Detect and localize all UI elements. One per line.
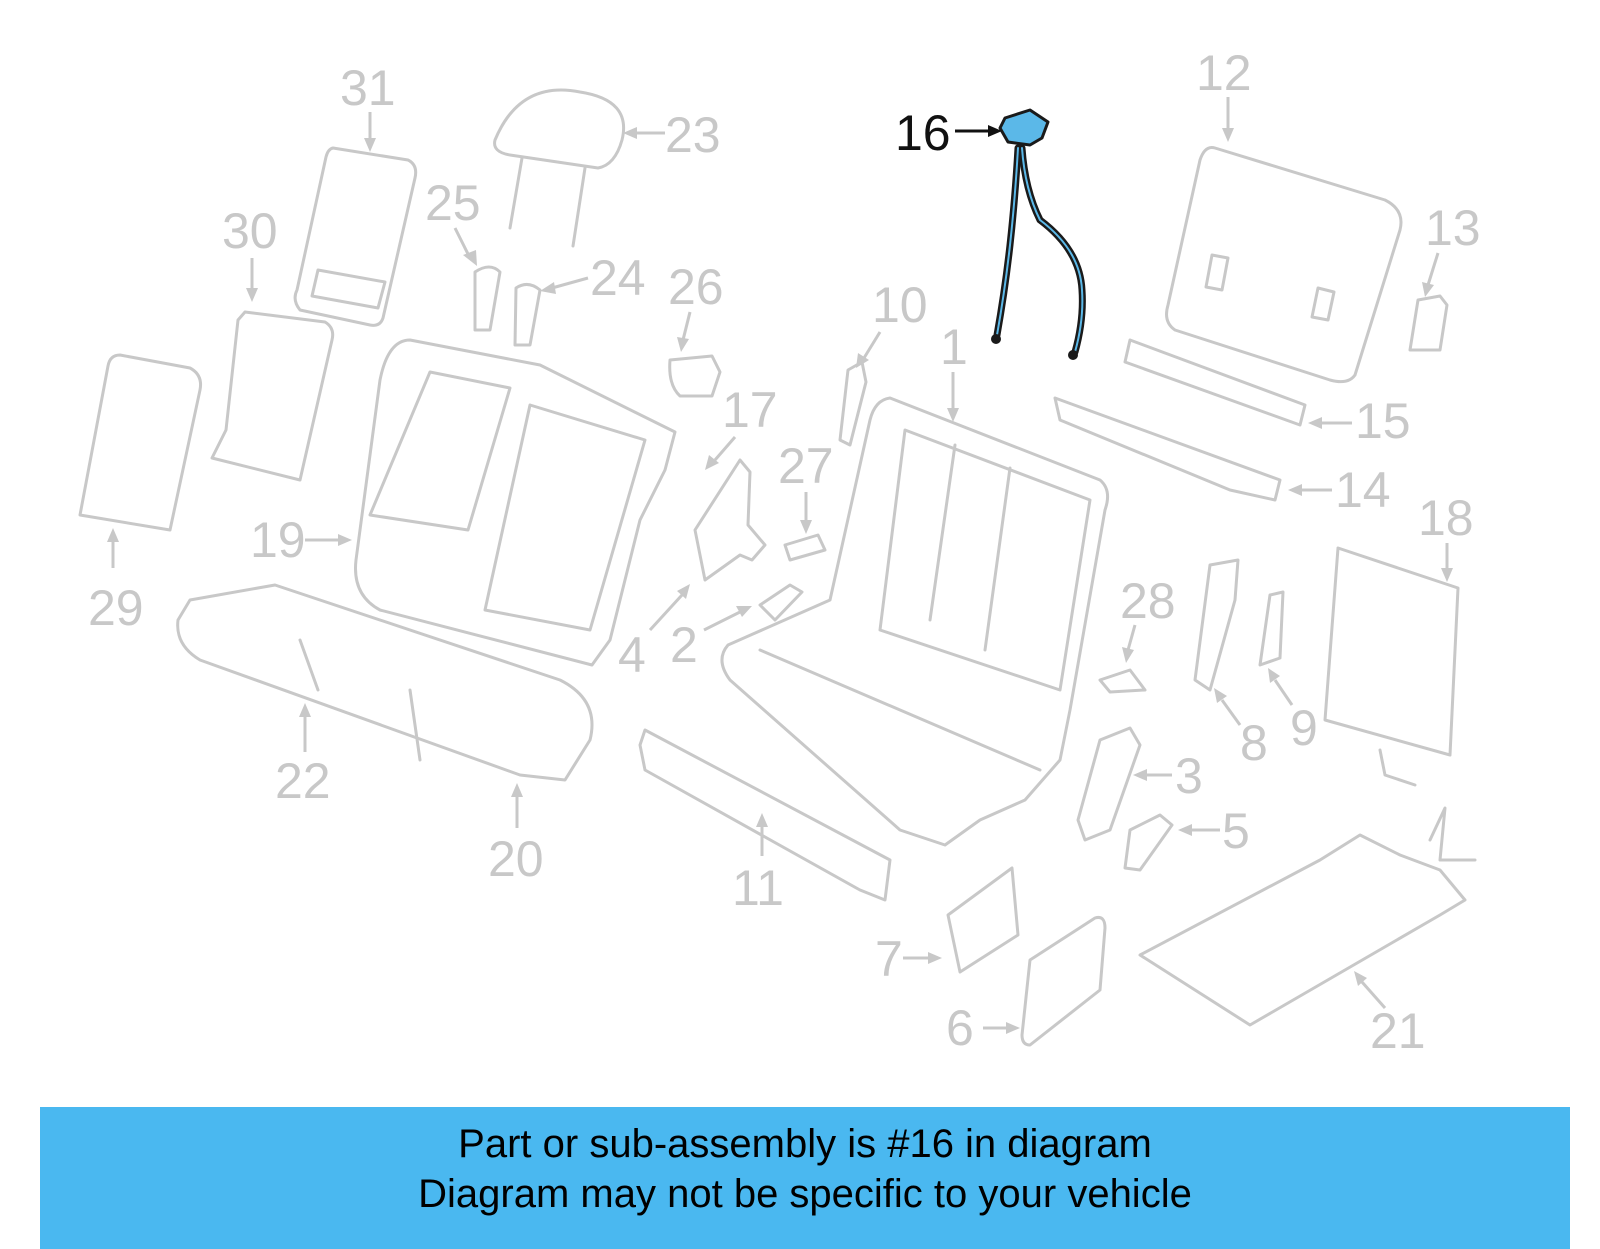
callout-17: 17: [722, 382, 778, 438]
callout-18: 18: [1418, 490, 1474, 546]
part-25-guide: [473, 265, 502, 332]
part-23-headrest: [493, 88, 626, 248]
callout-31: 31: [340, 60, 396, 116]
callout-20: 20: [488, 831, 544, 887]
part-29-panel: [78, 353, 202, 532]
callout-5: 5: [1222, 803, 1250, 859]
callout-26: 26: [668, 259, 724, 315]
callout-7: 7: [875, 931, 903, 987]
part-30-panel: [210, 310, 335, 482]
part-8-trim: [1193, 558, 1240, 692]
callout-23: 23: [665, 107, 721, 163]
part-24-guide: [513, 283, 542, 347]
part-22-cushion: [176, 583, 594, 782]
part-18-panel: [1323, 546, 1460, 787]
callout-labels: 31 23 25 30 24 26 10 1 17 27 19 29 4 2 2…: [88, 45, 1481, 1059]
callout-4: 4: [618, 627, 646, 683]
part-13-latch: [1408, 294, 1449, 352]
callout-21: 21: [1370, 1003, 1426, 1059]
callout-22: 22: [275, 753, 331, 809]
info-banner: Part or sub-assembly is #16 in diagram D…: [40, 1107, 1570, 1249]
part-21-floor-mat: [1138, 806, 1477, 1027]
callout-6: 6: [946, 1000, 974, 1056]
part-7-panel: [946, 866, 1020, 974]
callout-29: 29: [88, 580, 144, 636]
callout-2: 2: [670, 617, 698, 673]
banner-line-1: Part or sub-assembly is #16 in diagram: [458, 1122, 1152, 1166]
banner-line-2: Diagram may not be specific to your vehi…: [418, 1172, 1192, 1216]
callout-27: 27: [778, 438, 834, 494]
part-1-seat-frame: [720, 396, 1110, 847]
part-14-bar: [1053, 396, 1282, 502]
callout-12: 12: [1196, 45, 1252, 101]
part-12-back-panel: [1165, 146, 1403, 384]
part-16-seat-belt-buckle[interactable]: [991, 108, 1086, 360]
part-2-clip: [758, 583, 804, 622]
part-19-backrest-cover: [354, 338, 677, 667]
callout-14: 14: [1335, 462, 1391, 518]
part-3-cover: [1076, 726, 1142, 842]
callout-19: 19: [250, 512, 306, 568]
leader-lines: [107, 97, 1453, 1034]
part-9-trim: [1258, 590, 1285, 667]
callout-10: 10: [872, 277, 928, 333]
callout-16[interactable]: 16: [895, 105, 951, 161]
callout-25: 25: [425, 175, 481, 231]
part-11-rail: [638, 728, 892, 902]
callout-24: 24: [590, 250, 646, 306]
part-31-back-panel: [293, 146, 418, 327]
callout-28: 28: [1120, 573, 1176, 629]
part-28-clip: [1098, 668, 1147, 694]
part-6-panel: [1020, 916, 1107, 1047]
part-26-latch: [668, 354, 722, 398]
callout-1: 1: [940, 319, 968, 375]
callout-30: 30: [222, 203, 278, 259]
callout-13: 13: [1425, 200, 1481, 256]
callout-9: 9: [1290, 700, 1318, 756]
callout-3: 3: [1175, 748, 1203, 804]
callout-11: 11: [732, 860, 784, 916]
part-10-bracket: [838, 360, 868, 447]
part-17-bracket: [693, 458, 767, 582]
part-15-bracket: [1123, 338, 1307, 427]
callout-8: 8: [1240, 715, 1268, 771]
callout-15: 15: [1355, 393, 1411, 449]
part-27-clip: [783, 533, 827, 562]
part-5-cap: [1123, 813, 1174, 872]
